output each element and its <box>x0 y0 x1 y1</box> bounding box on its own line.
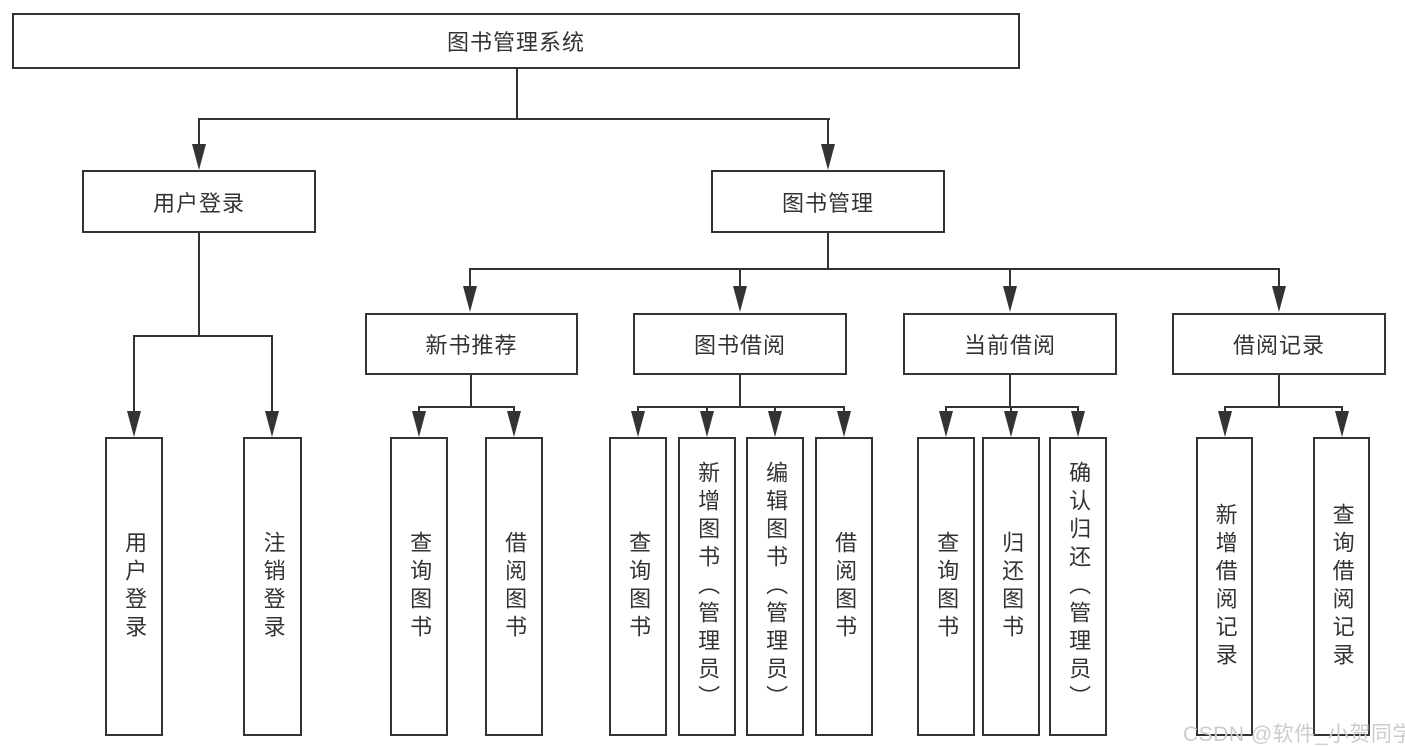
arrowhead <box>412 411 426 437</box>
connector <box>1278 374 1280 408</box>
csdn-watermark: CSDN @软件_小贺同学 <box>1183 723 1405 746</box>
connector <box>1010 406 1012 415</box>
leaf-edit-books-admin: 编辑图书（管理员） <box>746 437 804 736</box>
connector <box>739 374 741 408</box>
connector <box>198 118 200 148</box>
connector <box>198 118 830 120</box>
leaf-borrow-books: 借阅图书 <box>485 437 543 736</box>
connector <box>133 335 135 415</box>
leaf-logout: 注销登录 <box>243 437 302 736</box>
connector <box>945 406 947 415</box>
arrowhead <box>821 144 835 170</box>
arrowhead <box>1272 286 1286 312</box>
connector <box>418 406 420 415</box>
connector <box>271 335 273 415</box>
leaf-label: 查询借阅记录 <box>1329 502 1355 671</box>
leaf-label: 查询图书 <box>626 530 652 643</box>
leaf-label: 查询图书 <box>407 530 433 643</box>
node-book-borrow: 图书借阅 <box>633 313 847 375</box>
arrowhead <box>837 411 851 437</box>
leaf-user-login: 用户登录 <box>105 437 163 736</box>
leaf-label: 借阅图书 <box>832 530 858 643</box>
connector <box>827 233 829 270</box>
arrowhead <box>631 411 645 437</box>
leaf-label: 归还图书 <box>999 530 1025 643</box>
connector <box>637 406 639 415</box>
node-label: 图书管理 <box>781 190 874 216</box>
arrowhead <box>939 411 953 437</box>
arrowhead <box>733 286 747 312</box>
arrowhead <box>768 411 782 437</box>
node-library-system: 图书管理系统 <box>12 13 1020 69</box>
node-book-management: 图书管理 <box>711 170 945 233</box>
leaf-add-books-admin: 新增图书（管理员） <box>678 437 736 736</box>
arrowhead <box>1335 411 1349 437</box>
node-label: 借阅记录 <box>1232 333 1325 358</box>
leaf-query-books: 查询图书 <box>609 437 667 736</box>
connector <box>513 406 515 415</box>
arrowhead <box>265 411 279 437</box>
arrowhead <box>507 411 521 437</box>
node-label: 图书借阅 <box>693 333 786 358</box>
connector <box>945 406 1079 408</box>
connector <box>470 374 472 408</box>
connector <box>1077 406 1079 415</box>
leaf-query-books: 查询图书 <box>390 437 448 736</box>
arrowhead <box>1218 411 1232 437</box>
leaf-label: 确认归还（管理员） <box>1066 460 1092 713</box>
connector <box>469 268 1280 270</box>
leaf-label: 新增图书（管理员） <box>695 460 721 713</box>
leaf-label: 借阅图书 <box>502 530 528 643</box>
connector <box>133 335 273 337</box>
node-borrow-records: 借阅记录 <box>1172 313 1386 375</box>
connector <box>469 268 471 292</box>
connector <box>516 69 518 120</box>
arrowhead <box>127 411 141 437</box>
connector <box>1009 268 1011 292</box>
node-label: 用户登录 <box>152 190 245 216</box>
connector <box>1224 406 1343 408</box>
connector <box>1009 374 1011 408</box>
node-new-book-recommend: 新书推荐 <box>365 313 578 375</box>
connector <box>1224 406 1226 415</box>
connector <box>774 406 776 415</box>
arrowhead <box>192 144 206 170</box>
connector <box>739 268 741 292</box>
connector <box>706 406 708 415</box>
leaf-confirm-return-admin: 确认归还（管理员） <box>1049 437 1107 736</box>
arrowhead <box>1004 411 1018 437</box>
node-current-borrow: 当前借阅 <box>903 313 1117 375</box>
leaf-label: 新增借阅记录 <box>1212 502 1238 671</box>
leaf-label: 用户登录 <box>122 530 148 643</box>
connector <box>418 406 515 408</box>
node-user-login: 用户登录 <box>82 170 316 233</box>
leaf-query-borrow-record: 查询借阅记录 <box>1313 437 1370 736</box>
leaf-label: 注销登录 <box>260 530 286 643</box>
leaf-add-borrow-record: 新增借阅记录 <box>1196 437 1253 736</box>
connector <box>198 233 200 337</box>
arrowhead <box>1003 286 1017 312</box>
leaf-return-books: 归还图书 <box>982 437 1040 736</box>
connector <box>637 406 845 408</box>
leaf-borrow-books: 借阅图书 <box>815 437 873 736</box>
connector <box>1278 268 1280 292</box>
node-label: 图书管理系统 <box>446 30 585 55</box>
node-label: 新书推荐 <box>425 333 518 358</box>
node-label: 当前借阅 <box>963 333 1056 358</box>
arrowhead <box>463 286 477 312</box>
leaf-label: 查询图书 <box>934 530 960 643</box>
arrowhead <box>700 411 714 437</box>
connector <box>843 406 845 415</box>
connector <box>827 118 829 148</box>
arrowhead <box>1071 411 1085 437</box>
leaf-label: 编辑图书（管理员） <box>763 460 789 713</box>
connector <box>1341 406 1343 415</box>
leaf-query-books: 查询图书 <box>917 437 975 736</box>
